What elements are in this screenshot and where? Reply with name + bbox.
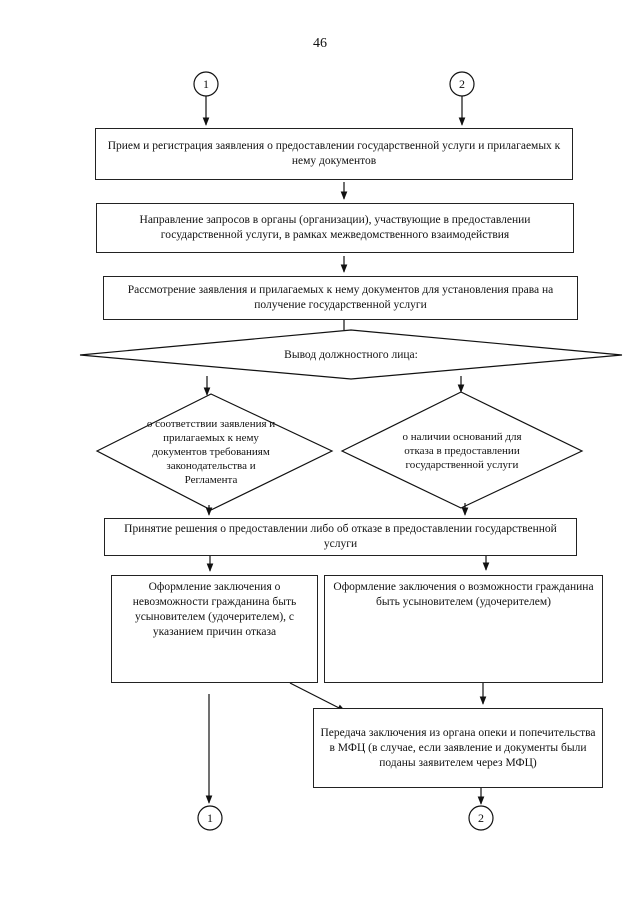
- connector-label-top-1: 1: [203, 77, 209, 91]
- compliance-text: о соответствии заявления и прилагаемых к…: [146, 418, 276, 486]
- step-decision: Принятие решения о предоставлении либо о…: [104, 518, 577, 556]
- connector-label-bottom-2: 2: [478, 811, 484, 825]
- step-transfer-text: Передача заключения из органа опеки и по…: [320, 726, 596, 769]
- grounds-refusal-diamond: [340, 391, 584, 509]
- step-requests-text: Направление запросов в органы (организац…: [139, 214, 531, 241]
- decision-heading-diamond: [79, 329, 623, 380]
- compliance-diamond: [95, 393, 334, 511]
- step-review-text: Рассмотрение заявления и прилагаемых к н…: [127, 284, 554, 311]
- connector-circle-bottom-1: [197, 805, 223, 831]
- connector-circle-bottom-2: [468, 805, 494, 831]
- step-receive-text: Прием и регистрация заявления о предоста…: [107, 140, 561, 167]
- step-conclusion-possible-text: Оформление заключения о возможности граж…: [333, 581, 594, 608]
- connector-label-bottom-1: 1: [207, 811, 213, 825]
- arrow-impossible-to-transfer: [289, 682, 346, 712]
- step-transfer: Передача заключения из органа опеки и по…: [313, 708, 603, 788]
- step-conclusion-possible: Оформление заключения о возможности граж…: [324, 575, 603, 683]
- step-conclusion-impossible-text: Оформление заключения о невозможности гр…: [132, 581, 297, 638]
- step-conclusion-impossible: Оформление заключения о невозможности гр…: [111, 575, 318, 683]
- decision-heading-text: Вывод должностного лица:: [284, 349, 418, 361]
- grounds-refusal-text: о наличии оснований для отказа в предост…: [402, 431, 522, 471]
- connector-label-top-2: 2: [459, 77, 465, 91]
- step-decision-text: Принятие решения о предоставлении либо о…: [124, 523, 557, 550]
- step-receive: Прием и регистрация заявления о предоста…: [95, 128, 573, 180]
- step-review: Рассмотрение заявления и прилагаемых к н…: [103, 276, 578, 320]
- page-number: 46: [313, 36, 327, 51]
- step-requests: Направление запросов в органы (организац…: [96, 203, 574, 253]
